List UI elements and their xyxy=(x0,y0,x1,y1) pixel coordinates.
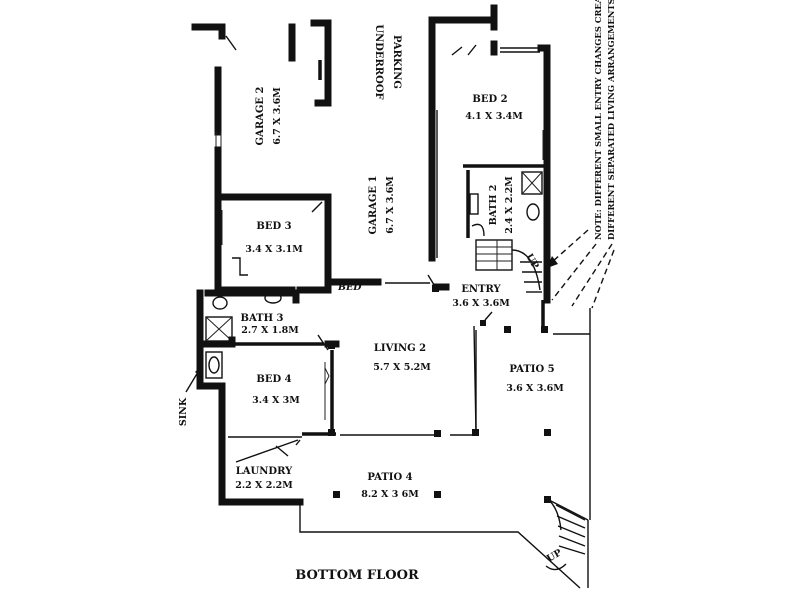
garage1-size: 6.7 X 3.6M xyxy=(385,176,396,234)
bath2-size: 2.4 X 2.2M xyxy=(504,176,515,234)
garage-walls xyxy=(191,4,498,201)
structural-posts xyxy=(328,285,551,498)
sink-label: SINK xyxy=(178,397,189,426)
note-line2: DIFFERENT SEPARATED LIVING ARRANGEMENTS. xyxy=(606,0,616,240)
bed4-size: 3.4 X 3M xyxy=(252,395,300,406)
living2-size: 5.7 X 5.2M xyxy=(373,362,431,373)
sink-arrow xyxy=(185,366,201,393)
garage1-name: GARAGE 1 xyxy=(368,176,379,235)
laundry-name: LAUNDRY xyxy=(236,466,293,477)
bed4-walls xyxy=(196,351,474,438)
bath2-fixtures xyxy=(466,170,543,238)
bath3-walls xyxy=(196,289,300,390)
parking-label: PARKING xyxy=(391,35,402,89)
bath3-name: BATH 3 xyxy=(241,313,284,324)
bed2-walls xyxy=(428,40,551,262)
bed2-name: BED 2 xyxy=(472,94,507,105)
bath3-size: 2.7 X 1.8M xyxy=(241,325,299,336)
laundry-size: 2.2 X 2.2M xyxy=(235,480,293,491)
entry-name: ENTRY xyxy=(461,284,501,295)
bed2-size: 4.1 X 3.4M xyxy=(465,111,523,122)
note-leader-lines xyxy=(547,229,615,309)
bed3-name: BED 3 xyxy=(256,221,291,232)
patio5-size: 3.6 X 3.6M xyxy=(506,383,564,394)
patio-outline xyxy=(299,308,591,589)
garage2-name: GARAGE 2 xyxy=(255,86,266,145)
garage2-size: 6.7 X 3.6M xyxy=(272,87,283,145)
entry-stairs xyxy=(475,239,551,333)
plan-title: BOTTOM FLOOR xyxy=(295,568,419,583)
up-patio-curve xyxy=(545,563,567,571)
entry-size: 3.6 X 3.6M xyxy=(452,298,510,309)
note-line1: NOTE: DIFFERENT SMALL ENTRY CHANGES CREA… xyxy=(593,0,603,240)
patio4-size: 8.2 X 3 6M xyxy=(361,489,419,500)
bed3-size: 3.4 X 3.1M xyxy=(245,244,303,255)
living2-name: LIVING 2 xyxy=(374,343,426,354)
bath2-name: BATH 2 xyxy=(488,185,499,226)
patio-stairs xyxy=(544,496,586,555)
bed4-name: BED 4 xyxy=(256,374,291,385)
patio4-name: PATIO 4 xyxy=(367,472,412,483)
underroof-label: UNDERROOF xyxy=(373,24,384,99)
laundry-arrow xyxy=(235,439,299,463)
bed-tag: BED xyxy=(337,282,362,293)
patio5-name: PATIO 5 xyxy=(509,364,554,375)
up-patio-label: UP xyxy=(545,547,564,564)
